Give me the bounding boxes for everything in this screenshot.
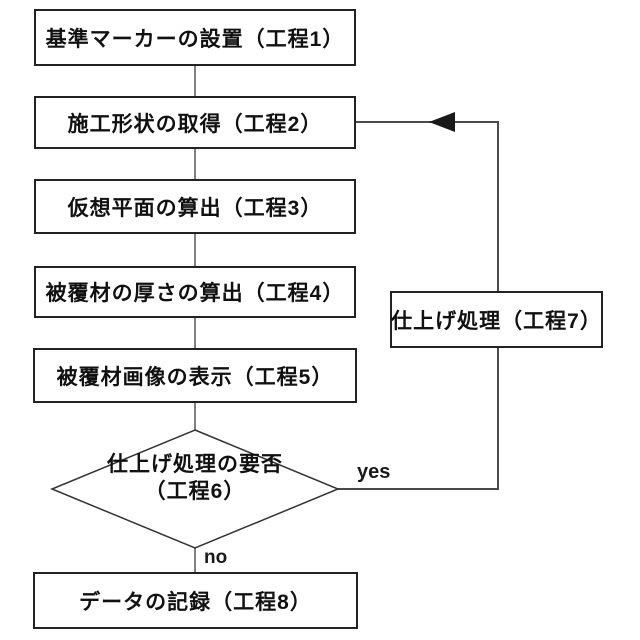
flow-box-step1-label: 基準マーカーの設置（工程1） (45, 27, 345, 51)
edge-label-yes: yes (357, 461, 391, 483)
flow-box-step5: 被覆材画像の表示（工程5） (33, 348, 357, 403)
decision-step6-line2: （工程6） (144, 480, 246, 503)
flow-box-step2-label: 施工形状の取得（工程2） (67, 112, 323, 136)
arrowhead-left-icon (429, 112, 455, 132)
flow-box-step4-label: 被覆材の厚さの算出（工程4） (45, 282, 345, 305)
flow-box-step7-label: 仕上げ処理（工程7） (391, 309, 602, 333)
decision-diamond-shape (50, 429, 340, 549)
flow-box-step1: 基準マーカーの設置（工程1） (34, 9, 356, 66)
flow-box-step8-label: データの記録（工程8） (79, 590, 312, 614)
flow-box-step7: 仕上げ処理（工程7） (390, 291, 603, 348)
flow-box-step2: 施工形状の取得（工程2） (34, 96, 356, 149)
decision-step6-label: 仕上げ処理の要否 （工程6） (95, 451, 295, 505)
flow-box-step5-label: 被覆材画像の表示（工程5） (56, 365, 334, 389)
edge-label-no: no (204, 547, 228, 568)
flow-box-step3-label: 仮想平面の算出（工程3） (67, 196, 323, 220)
decision-step6-line1: 仕上げ処理の要否 (107, 453, 283, 476)
flow-box-step8: データの記録（工程8） (33, 572, 358, 629)
flow-box-step4: 被覆材の厚さの算出（工程4） (34, 266, 356, 318)
flow-box-step3: 仮想平面の算出（工程3） (34, 179, 356, 234)
